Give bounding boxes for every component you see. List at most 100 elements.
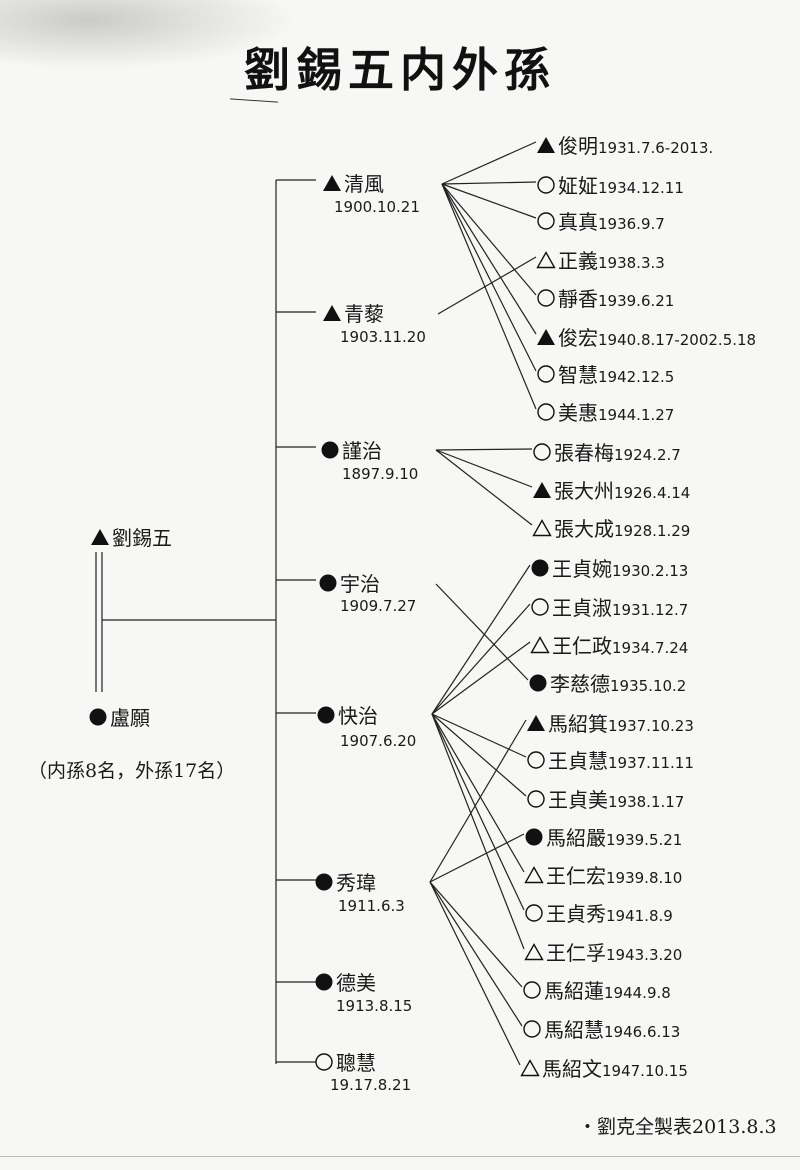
grandchild-name: 張大州 xyxy=(554,479,614,503)
author-credit: ・劉克全製表2013.8.3 xyxy=(578,1116,777,1138)
filled-triangle-icon xyxy=(323,305,341,321)
grandchild-name: 李慈德 xyxy=(550,672,610,696)
hollow-circle-icon xyxy=(523,1020,541,1038)
kinship-line xyxy=(431,713,525,911)
child-node: 聰慧 xyxy=(314,1047,376,1076)
symbol-icon xyxy=(536,250,556,270)
kinship-line xyxy=(431,564,531,715)
kinship-line xyxy=(435,583,529,681)
grandchild-node: 王貞婉1930.2.13 xyxy=(530,553,688,582)
grandchild-date: 1924.2.7 xyxy=(614,446,681,464)
grandchild-node: 王仁政1934.7.24 xyxy=(530,630,688,659)
child-date: 1909.7.27 xyxy=(340,597,417,615)
grandchild-date: 1939.6.21 xyxy=(598,292,675,310)
grandchild-node: 王貞慧1937.11.11 xyxy=(526,745,694,774)
grandchild-date: 1947.10.15 xyxy=(602,1062,688,1080)
child-date: 1911.6.3 xyxy=(338,897,405,915)
filled-triangle-icon xyxy=(323,175,341,191)
grandchild-name: 王仁孚 xyxy=(546,941,606,965)
child-name: 快治 xyxy=(338,704,378,728)
grandchild-name: 美惠 xyxy=(558,401,598,425)
grandchild-date: 1936.9.7 xyxy=(598,215,665,233)
kinship-line xyxy=(435,449,533,526)
symbol-icon xyxy=(322,173,342,193)
filled-triangle-icon xyxy=(533,482,551,498)
grandchild-node: 王仁孚1943.3.20 xyxy=(524,937,682,966)
hollow-triangle-icon xyxy=(524,866,544,884)
filled-circle-icon xyxy=(315,873,333,891)
symbol-icon xyxy=(526,750,546,770)
grandchild-date: 1937.11.11 xyxy=(608,754,694,772)
filled-circle-icon xyxy=(89,708,107,726)
symbol-icon xyxy=(322,303,342,323)
symbol-icon xyxy=(530,558,550,578)
grandchild-date: 1939.5.21 xyxy=(606,831,683,849)
hollow-circle-icon xyxy=(537,289,555,307)
symbol-icon xyxy=(530,635,550,655)
symbol-icon xyxy=(536,364,556,384)
grandchild-name: 馬紹嚴 xyxy=(546,826,606,850)
hollow-circle-icon xyxy=(527,790,545,808)
grandchild-name: 王貞淑 xyxy=(552,596,612,620)
symbol-icon xyxy=(520,1058,540,1078)
kinship-line xyxy=(431,713,525,950)
kinship-line xyxy=(431,713,525,873)
grandchild-date: 1937.10.23 xyxy=(608,717,694,735)
grandchild-node: 馬紹蓮1944.9.8 xyxy=(522,975,671,1004)
grandchild-name: 馬紹慧 xyxy=(544,1018,604,1042)
symbol-icon xyxy=(532,518,552,538)
child-node: 德美 xyxy=(314,967,376,996)
grandchild-node: 俊宏1940.8.17-2002.5.18 xyxy=(536,322,756,351)
symbol-icon xyxy=(532,480,552,500)
child-name: 清風 xyxy=(344,172,384,196)
grandchild-date: 1931.7.6-2013. xyxy=(598,139,714,157)
child-node: 青藜 xyxy=(322,298,384,327)
scan-smudge xyxy=(0,0,300,70)
symbol-icon xyxy=(314,972,334,992)
child-node: 清風 xyxy=(322,168,384,197)
grandchild-date: 1935.10.2 xyxy=(610,677,687,695)
grandchild-node: 馬紹箕1937.10.23 xyxy=(526,708,694,737)
symbol-icon xyxy=(314,872,334,892)
grandchild-date: 1946.6.13 xyxy=(604,1023,681,1041)
hollow-circle-icon xyxy=(531,598,549,616)
child-date: 1897.9.10 xyxy=(342,465,419,483)
symbol-icon xyxy=(526,789,546,809)
bottom-rule xyxy=(0,1156,800,1157)
kinship-line xyxy=(435,449,533,488)
grandchild-name: 張春梅 xyxy=(554,441,614,465)
child-node: 秀瑋 xyxy=(314,867,376,896)
child-node: 快治 xyxy=(316,700,378,729)
kinship-line xyxy=(437,256,537,315)
grandchild-date: 1944.9.8 xyxy=(604,984,671,1002)
child-date: 1913.8.15 xyxy=(336,997,413,1015)
grandchild-name: 姃姃 xyxy=(558,174,598,198)
symbol-icon xyxy=(524,903,544,923)
grandchild-node: 張大成1928.1.29 xyxy=(532,513,690,542)
hollow-circle-icon xyxy=(527,751,545,769)
symbol-icon xyxy=(530,597,550,617)
grandchild-name: 王貞婉 xyxy=(552,557,612,581)
filled-circle-icon xyxy=(315,973,333,991)
grandchild-date: 1944.1.27 xyxy=(598,406,675,424)
founder-name: 劉錫五 xyxy=(112,526,172,550)
grandchild-date: 1940.8.17-2002.5.18 xyxy=(598,331,757,349)
child-date: 19.17.8.21 xyxy=(330,1076,412,1094)
filled-triangle-icon xyxy=(527,715,545,731)
child-name: 德美 xyxy=(336,971,376,995)
grandchild-name: 智慧 xyxy=(558,363,598,387)
symbol-icon xyxy=(524,865,544,885)
kinship-line xyxy=(429,881,523,988)
grandchild-date: 1934.12.11 xyxy=(598,179,684,197)
hollow-circle-icon xyxy=(537,176,555,194)
kinship-line xyxy=(441,141,537,185)
symbol-icon xyxy=(314,1052,334,1072)
spouse-node: 盧願 xyxy=(88,702,150,731)
child-node: 謹治 xyxy=(320,435,382,464)
hollow-triangle-icon xyxy=(536,251,556,269)
filled-circle-icon xyxy=(321,441,339,459)
grandchild-node: 俊明1931.7.6-2013. xyxy=(536,130,713,159)
kinship-line xyxy=(431,713,527,797)
